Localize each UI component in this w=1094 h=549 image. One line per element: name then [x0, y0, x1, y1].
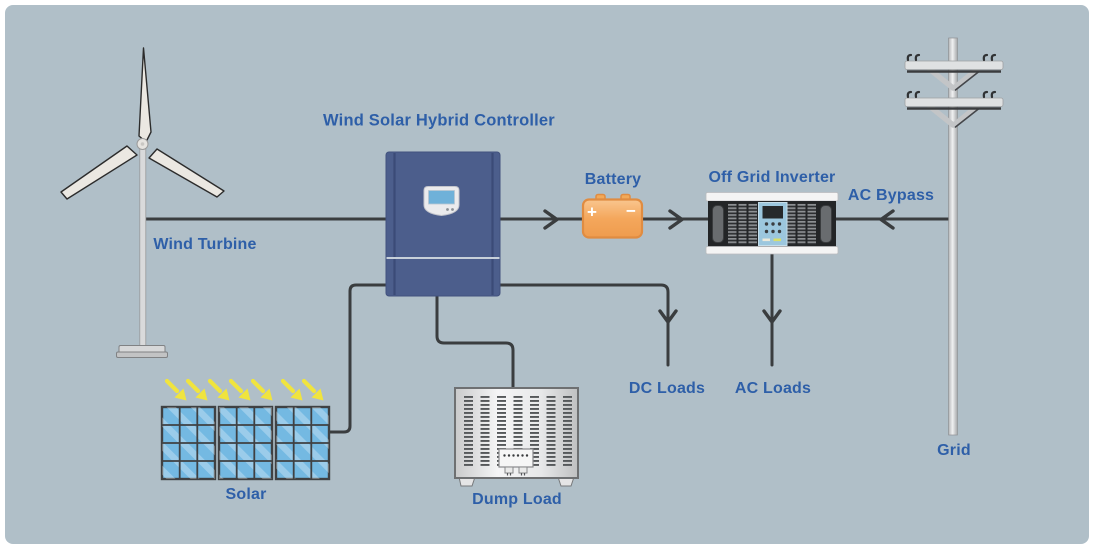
hybrid-controller-icon	[385, 151, 501, 297]
controller-label: Wind Solar Hybrid Controller	[323, 111, 555, 130]
battery-plus-sign: +	[587, 202, 597, 222]
battery-label: Battery	[584, 171, 642, 188]
solar-label: Solar	[225, 486, 267, 503]
ac-loads-label: AC Loads	[734, 380, 812, 397]
wind-turbine-icon	[60, 47, 225, 358]
arrow-ac-bypass	[879, 209, 895, 230]
dump-load-icon	[454, 387, 579, 487]
dump-load-connector	[498, 448, 534, 476]
solar-to-dc-loads-wire	[328, 283, 670, 434]
dc-loads-label: DC Loads	[628, 380, 706, 397]
utility-pole-icon	[904, 37, 1004, 436]
inverter-control-panel	[758, 202, 788, 246]
dump-load-label: Dump Load	[472, 491, 562, 508]
inverter-label: Off Grid Inverter	[708, 169, 836, 186]
battery-minus-sign: −	[626, 201, 636, 221]
wind-turbine-label: Wind Turbine	[153, 236, 257, 253]
sun-rays-icon	[164, 378, 324, 401]
battery-icon	[581, 193, 644, 239]
grid-label: Grid	[937, 442, 971, 459]
dump-load-vents	[464, 396, 572, 466]
arrow-battery-to-inverter	[668, 209, 684, 230]
insulator-icons	[906, 53, 997, 99]
off-grid-inverter-icon	[705, 192, 839, 255]
solar-array	[160, 405, 331, 481]
dump-load-wire	[435, 294, 515, 393]
arrow-dc-loads	[658, 309, 678, 324]
arrow-ac-loads	[762, 309, 782, 324]
ac-bypass-label: AC Bypass	[847, 187, 935, 204]
arrow-controller-to-battery	[543, 209, 559, 230]
solar-panel-icon	[160, 378, 331, 481]
